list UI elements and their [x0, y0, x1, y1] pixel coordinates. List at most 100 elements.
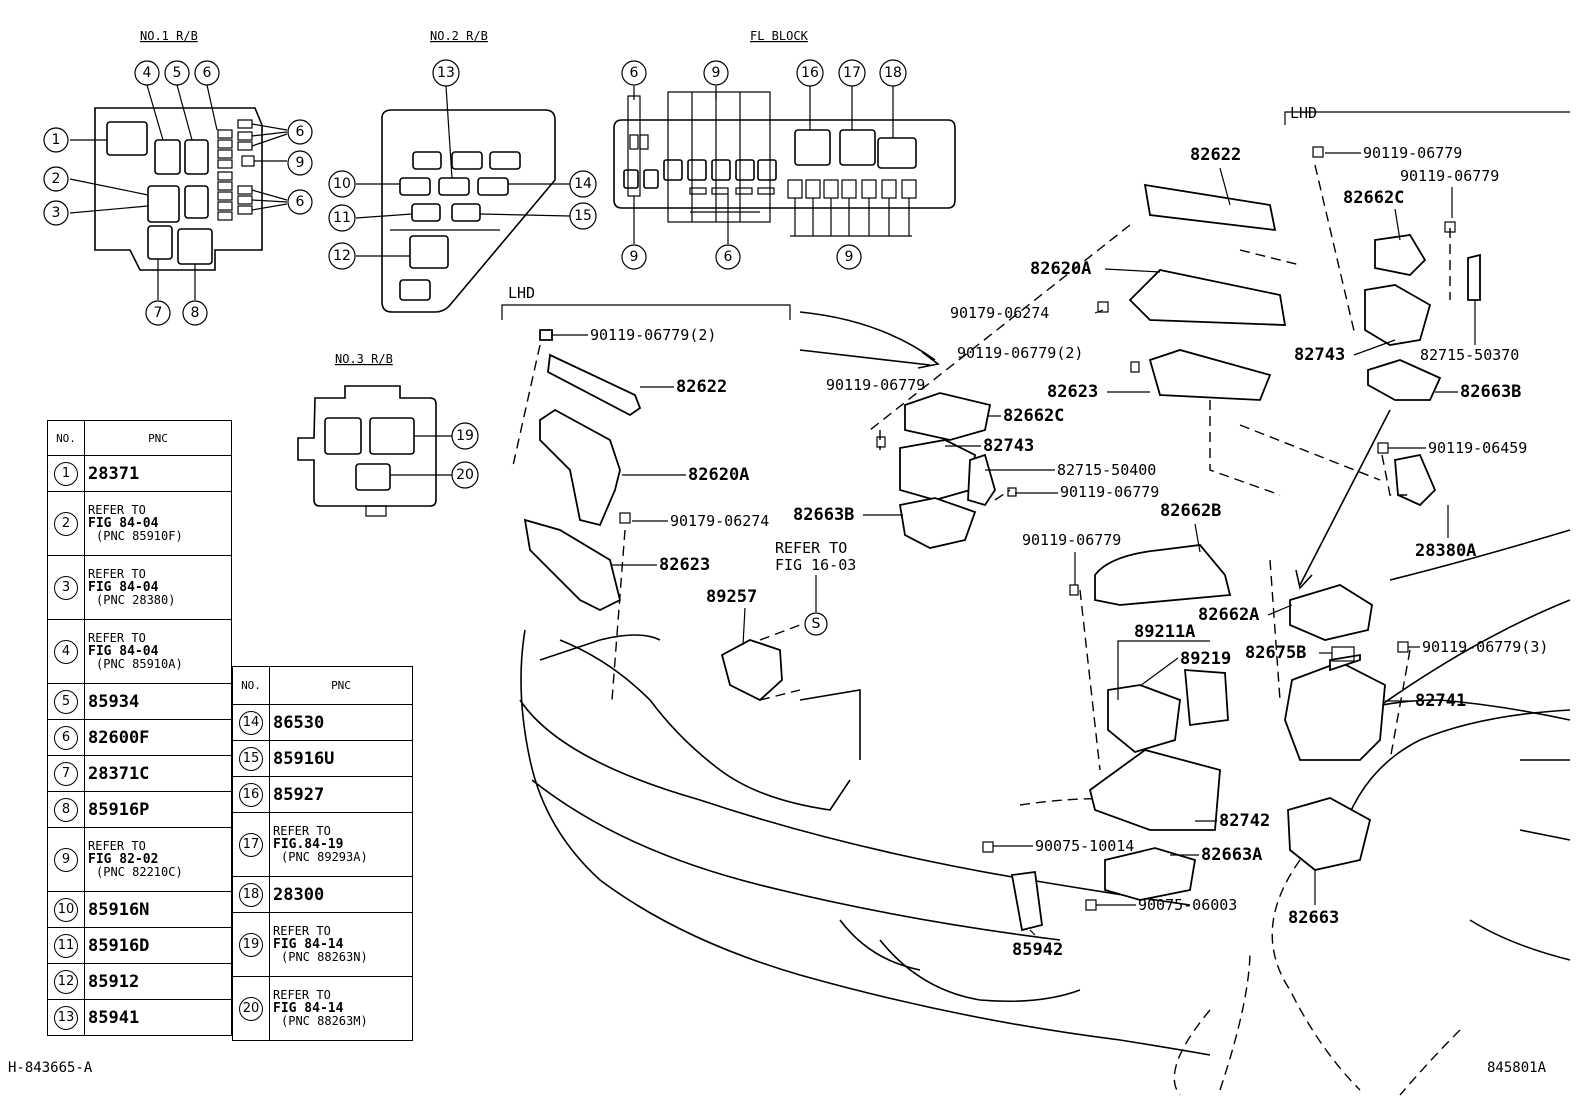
refer-line-1: REFER TO: [775, 539, 847, 557]
callout-82620a-left: 82620A: [688, 465, 749, 485]
row-number-circle: 15: [239, 746, 263, 771]
pnc-value: 85912: [88, 971, 140, 992]
pnc-reference-3: (PNC 85910F): [96, 529, 183, 543]
row-number-circle: 8: [54, 797, 78, 822]
callout-82715-50400: 82715-50400: [1057, 461, 1156, 479]
row-number-circle: 10: [54, 897, 78, 922]
pnc-reference-1: REFER TO: [88, 631, 146, 645]
row-number: 2: [47, 491, 85, 556]
fl-block: FL BLOCK: [613, 29, 956, 270]
row-number-circle: 18: [239, 882, 263, 907]
pnc-reference-1: REFER TO: [273, 988, 331, 1002]
row-number-circle: 5: [54, 689, 78, 714]
svg-text:11: 11: [333, 210, 351, 226]
pnc-value: 85916D: [88, 935, 150, 956]
svg-text:6: 6: [724, 249, 733, 265]
callout-89211a: 89211A: [1134, 622, 1195, 642]
pnc-reference-3: (PNC 88263N): [281, 950, 368, 964]
pnc-reference-2: FIG 84-04: [88, 644, 159, 659]
table-row: 10 85916N: [47, 891, 232, 928]
row-pnc: 85916N: [84, 891, 232, 928]
row-pnc: 85916P: [84, 791, 232, 828]
pnc-value: 85934: [88, 691, 140, 712]
row-number-circle: 14: [239, 710, 263, 735]
pnc-reference-1: REFER TO: [88, 503, 146, 517]
callout-90119-06779-lhd1: 90119-06779: [1363, 144, 1462, 162]
row-number: 7: [47, 755, 85, 792]
callout-90119-06779-a: 90119-06779: [826, 376, 925, 394]
pnc-reference-1: REFER TO: [88, 567, 146, 581]
pnc-reference-2: FIG 84-14: [273, 1001, 344, 1016]
svg-text:10: 10: [333, 176, 351, 192]
fl-title: FL BLOCK: [750, 29, 809, 43]
row-pnc: 86530: [269, 704, 413, 741]
svg-text:5: 5: [173, 65, 182, 81]
svg-text:8: 8: [191, 305, 200, 321]
callout-82741: 82741: [1415, 691, 1466, 711]
callout-82663b-lhd: 82663B: [1460, 382, 1521, 402]
callout-82663: 82663: [1288, 908, 1339, 928]
callout-89257: 89257: [706, 587, 757, 607]
pnc-reference-2: FIG 84-04: [88, 580, 159, 595]
pnc-reference-3: (PNC 85910A): [96, 657, 183, 671]
svg-text:1: 1: [52, 132, 61, 148]
callout-82743-mid: 82743: [983, 436, 1034, 456]
pnc-value: 85916U: [273, 748, 335, 769]
table-row: 5 85934: [47, 683, 232, 720]
svg-text:13: 13: [437, 65, 455, 81]
callout-90075-06003: 90075-06003: [1138, 896, 1237, 914]
callout-28380a: 28380A: [1415, 541, 1476, 561]
pnc-reference-3: (PNC 28380): [96, 593, 176, 607]
callout-82715-50370: 82715-50370: [1420, 346, 1519, 364]
row-pnc: 85916D: [84, 927, 232, 964]
callouts: 82622 82620A 90179-06274 90119-06779(2) …: [552, 104, 1548, 960]
callout-90119-06779-b: 90119-06779: [1060, 483, 1159, 501]
pnc-value: 85916N: [88, 899, 150, 920]
svg-text:4: 4: [143, 65, 152, 81]
row-number-circle: 20: [239, 996, 263, 1021]
table-row: 18 28300: [232, 876, 413, 913]
pnc-reference-1: REFER TO: [273, 924, 331, 938]
callout-90119-06779-lhd2: 90119-06779: [1400, 167, 1499, 185]
svg-text:6: 6: [630, 65, 639, 81]
no3-title: NO.3 R/B: [335, 352, 393, 366]
callout-82620a-top: 82620A: [1030, 259, 1091, 279]
pnc-reference-1: REFER TO: [88, 839, 146, 853]
callout-85942: 85942: [1012, 940, 1063, 960]
pnc-value: 82600F: [88, 727, 150, 748]
pnc-value: 86530: [273, 712, 325, 733]
svg-text:15: 15: [574, 208, 592, 224]
callout-82622-top: 82622: [1190, 145, 1241, 165]
svg-text:17: 17: [843, 65, 861, 81]
svg-text:3: 3: [52, 205, 61, 221]
callout-90119-06779-2-mid: 90119-06779(2): [957, 344, 1083, 362]
footer-left-code: H-843665-A: [8, 1060, 93, 1076]
callout-90075-10014: 90075-10014: [1035, 837, 1134, 855]
svg-text:14: 14: [574, 176, 592, 192]
callout-82623-left: 82623: [659, 555, 710, 575]
pnc-reference-2: FIG 84-14: [273, 937, 344, 952]
pnc-value: 28300: [273, 884, 325, 905]
row-pnc: 85934: [84, 683, 232, 720]
row-pnc: 85941: [84, 999, 232, 1036]
callout-90119-06459: 90119-06459: [1428, 439, 1527, 457]
svg-text:12: 12: [333, 248, 351, 264]
row-number-circle: 19: [239, 932, 263, 957]
row-number-circle: 16: [239, 782, 263, 807]
lhd-right-label: LHD: [1290, 104, 1317, 122]
callout-82743-lhd: 82743: [1294, 345, 1345, 365]
callout-90179-06274-top: 90179-06274: [950, 304, 1049, 322]
row-number: 6: [47, 719, 85, 756]
